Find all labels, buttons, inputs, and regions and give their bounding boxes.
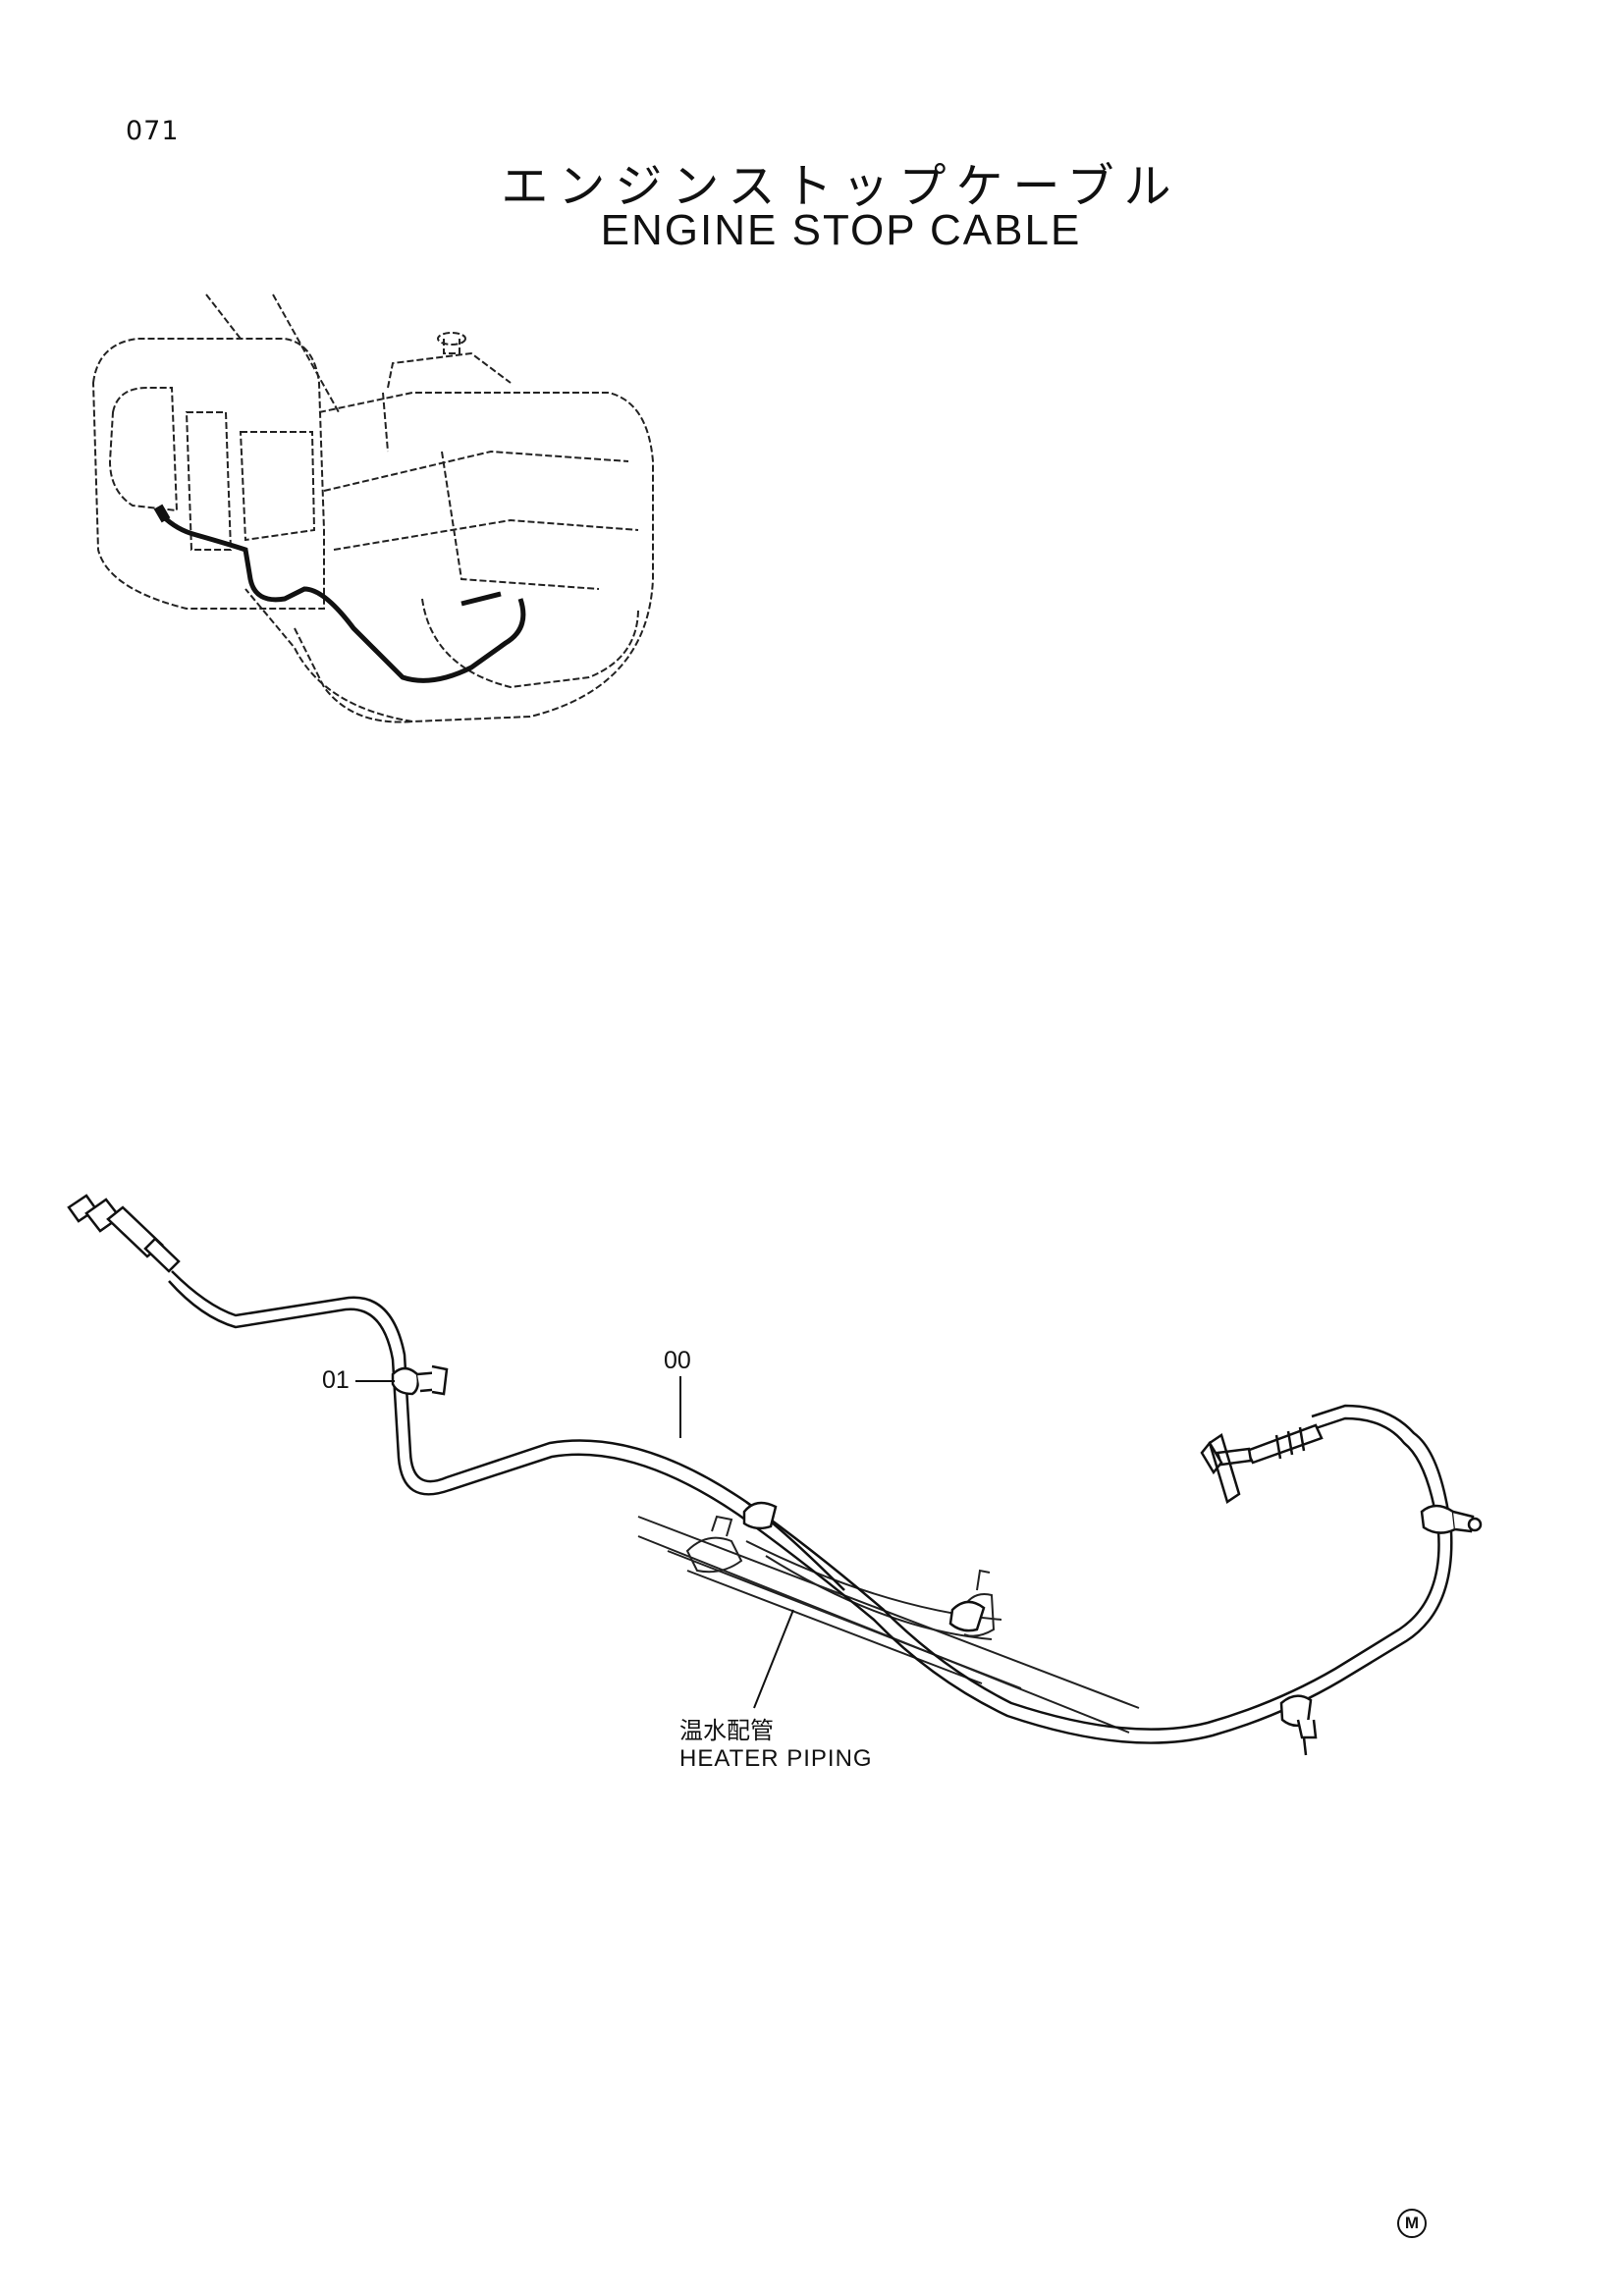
circled-m-mark: M — [1397, 2209, 1427, 2238]
title-english: ENGINE STOP CABLE — [600, 206, 1082, 254]
heater-piping-label-en: HEATER PIPING — [679, 1745, 873, 1772]
heater-piping-label-jp: 温水配管 — [679, 1718, 774, 1744]
title-japanese: エンジンストップケーブル — [501, 159, 1181, 214]
callout-part-00: 00 — [664, 1347, 691, 1374]
callout-part-01: 01 — [322, 1366, 350, 1394]
page-number: 071 — [126, 116, 180, 146]
